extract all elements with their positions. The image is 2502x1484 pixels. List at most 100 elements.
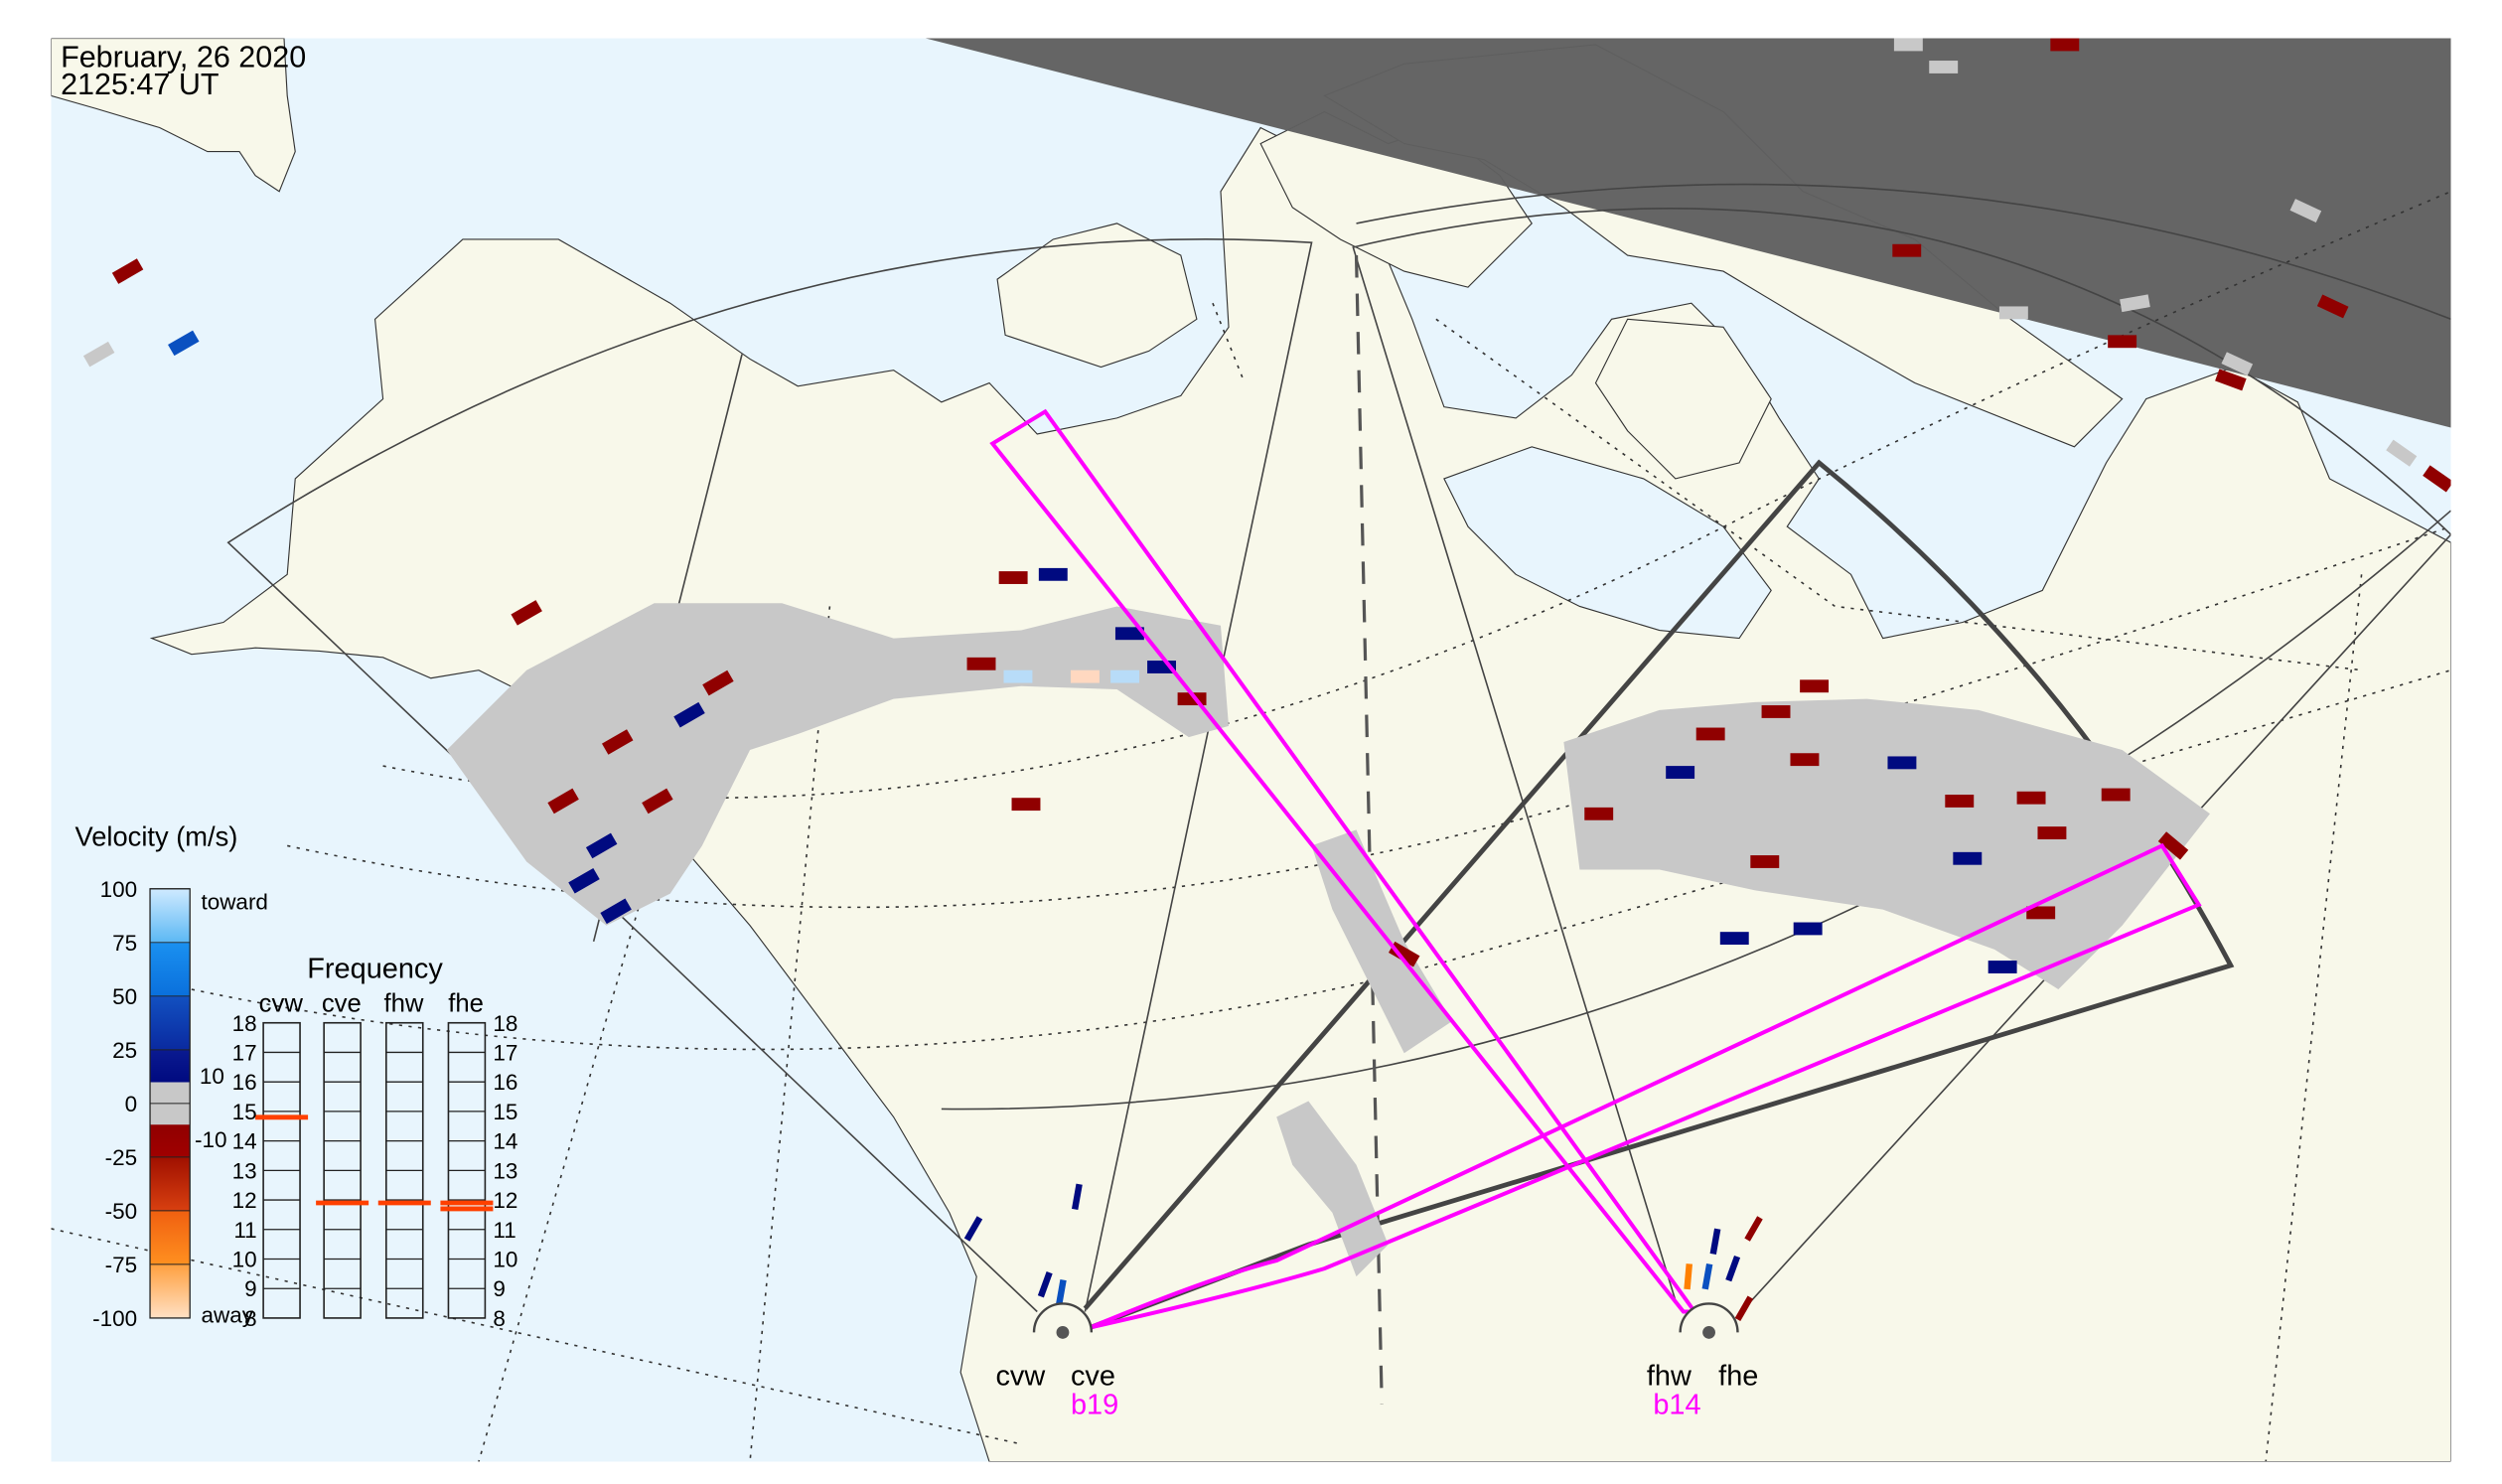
velocity-cell — [1800, 679, 1830, 693]
frequency-tick-right: 11 — [493, 1218, 515, 1243]
frequency-tick-left: 10 — [232, 1248, 257, 1272]
velocity-tick-label: 75 — [112, 931, 137, 956]
radar-sites: cvw cve b19 fhw fhe b14 — [995, 1302, 1758, 1420]
land-arctic-island-1 — [996, 223, 1198, 369]
velocity-cell — [2101, 788, 2131, 802]
velocity-cell — [998, 571, 1028, 584]
velocity-cell — [2386, 439, 2418, 467]
velocity-cell — [2026, 906, 2056, 920]
time-label: 2125:47 UT — [61, 68, 219, 101]
velocity-cell — [1929, 61, 1959, 74]
velocity-tick-label: 25 — [112, 1038, 137, 1063]
velocity-cells — [82, 38, 2451, 1322]
velocity-cell — [1793, 922, 1823, 936]
cv-site-dot — [1056, 1325, 1070, 1339]
cve-beam-b19 — [1089, 842, 2202, 1330]
frequency-tick-left: 8 — [244, 1306, 257, 1331]
velocity-cell — [1719, 932, 1749, 946]
latitude-label-10: 10 — [200, 1064, 224, 1089]
away-label: away — [201, 1303, 253, 1328]
arc-upper — [1356, 183, 2451, 321]
velocity-cell — [2120, 294, 2150, 313]
velocity-cell — [1038, 567, 1068, 581]
velocity-cell — [111, 258, 144, 284]
velocity-cell — [2037, 826, 2067, 839]
radar-label-cvw: cvw — [995, 1360, 1045, 1392]
velocity-cell — [1790, 753, 1820, 767]
toward-label: toward — [201, 890, 268, 915]
velocity-cell — [1709, 1228, 1721, 1256]
cv-site-marker — [1032, 1302, 1094, 1333]
velocity-tick-label: -25 — [105, 1145, 137, 1170]
velocity-cell — [1892, 243, 1922, 257]
timestamp: February, 26 2020 2125:47 UT — [61, 40, 306, 100]
velocity-cell — [1701, 1262, 1713, 1290]
frequency-tick-left: 14 — [232, 1129, 257, 1154]
velocity-cell — [966, 657, 996, 670]
frequency-tick-right: 12 — [493, 1188, 517, 1213]
velocity-cell — [602, 729, 634, 755]
velocity-cell — [1055, 1279, 1067, 1306]
frequency-tick-right: 13 — [493, 1158, 517, 1183]
land-chukotka — [51, 38, 296, 193]
frequency-tick-left: 12 — [232, 1188, 257, 1213]
frequency-column-label-fhw: fhw — [383, 989, 423, 1017]
frequency-tick-left: 15 — [232, 1100, 257, 1124]
velocity-tick-label: -75 — [105, 1253, 137, 1277]
land-baffin — [1594, 318, 1772, 480]
radar-label-fhe: fhe — [1718, 1360, 1758, 1392]
land-north-america — [149, 126, 2451, 1462]
frequency-column-label-fhe: fhe — [448, 989, 484, 1017]
map-area: cvw cve b19 fhw fhe b14 — [51, 38, 2451, 1462]
frequency-title: Frequency — [307, 954, 443, 985]
velocity-cell — [1003, 669, 1033, 683]
frequency-tick-left: 9 — [244, 1276, 257, 1301]
velocity-cell — [1584, 807, 1614, 820]
velocity-cell — [1037, 1271, 1053, 1298]
velocity-cell — [1072, 1183, 1083, 1211]
radar-label-fhw: fhw — [1647, 1360, 1692, 1392]
frequency-tick-right: 16 — [493, 1070, 517, 1095]
frequency-column-label-cve: cve — [322, 989, 362, 1017]
night-shading — [925, 38, 2451, 428]
velocity-cell — [963, 1216, 983, 1242]
velocity-cell — [1998, 306, 2028, 320]
velocity-cell — [2221, 352, 2254, 376]
velocity-cell — [1953, 851, 1983, 865]
velocity-cell — [642, 788, 673, 815]
velocity-cell — [1987, 961, 2017, 973]
velocity-cell — [1666, 766, 1695, 779]
velocity-cell — [2289, 199, 2322, 223]
beam-label-b14: b14 — [1653, 1389, 1700, 1420]
velocity-legend-title: Velocity (m/s) — [75, 820, 238, 851]
velocity-cell — [2215, 369, 2247, 391]
velocity-cell — [702, 669, 734, 696]
velocity-cell — [2016, 791, 2046, 805]
velocity-tick-label: -100 — [92, 1306, 137, 1331]
hudson-bay — [1443, 446, 1772, 640]
frequency-tick-left: 17 — [232, 1040, 257, 1065]
velocity-cell — [547, 788, 579, 815]
frequency-tick-right: 10 — [493, 1248, 517, 1272]
latitude-label-minus10: -10 — [195, 1127, 227, 1152]
velocity-cell — [1750, 855, 1780, 868]
velocity-cell — [1945, 795, 1975, 808]
velocity-cell — [1893, 38, 1923, 52]
velocity-cell — [1725, 1255, 1741, 1282]
velocity-cell — [2316, 294, 2349, 319]
fh-site-dot — [1702, 1325, 1715, 1339]
velocity-cell — [2157, 831, 2189, 860]
frequency-tick-left: 16 — [232, 1070, 257, 1095]
velocity-cell — [511, 600, 542, 626]
velocity-cell — [2050, 38, 2080, 52]
velocity-cell — [2108, 335, 2137, 349]
fh-site-marker — [1679, 1302, 1739, 1333]
range-ring — [941, 510, 2451, 1111]
frequency-column-label-cvw: cvw — [259, 989, 304, 1017]
velocity-tick-label: -50 — [105, 1199, 137, 1224]
velocity-cell — [1011, 798, 1041, 812]
velocity-cell — [1695, 727, 1725, 741]
date-label: February, 26 2020 — [61, 40, 306, 74]
